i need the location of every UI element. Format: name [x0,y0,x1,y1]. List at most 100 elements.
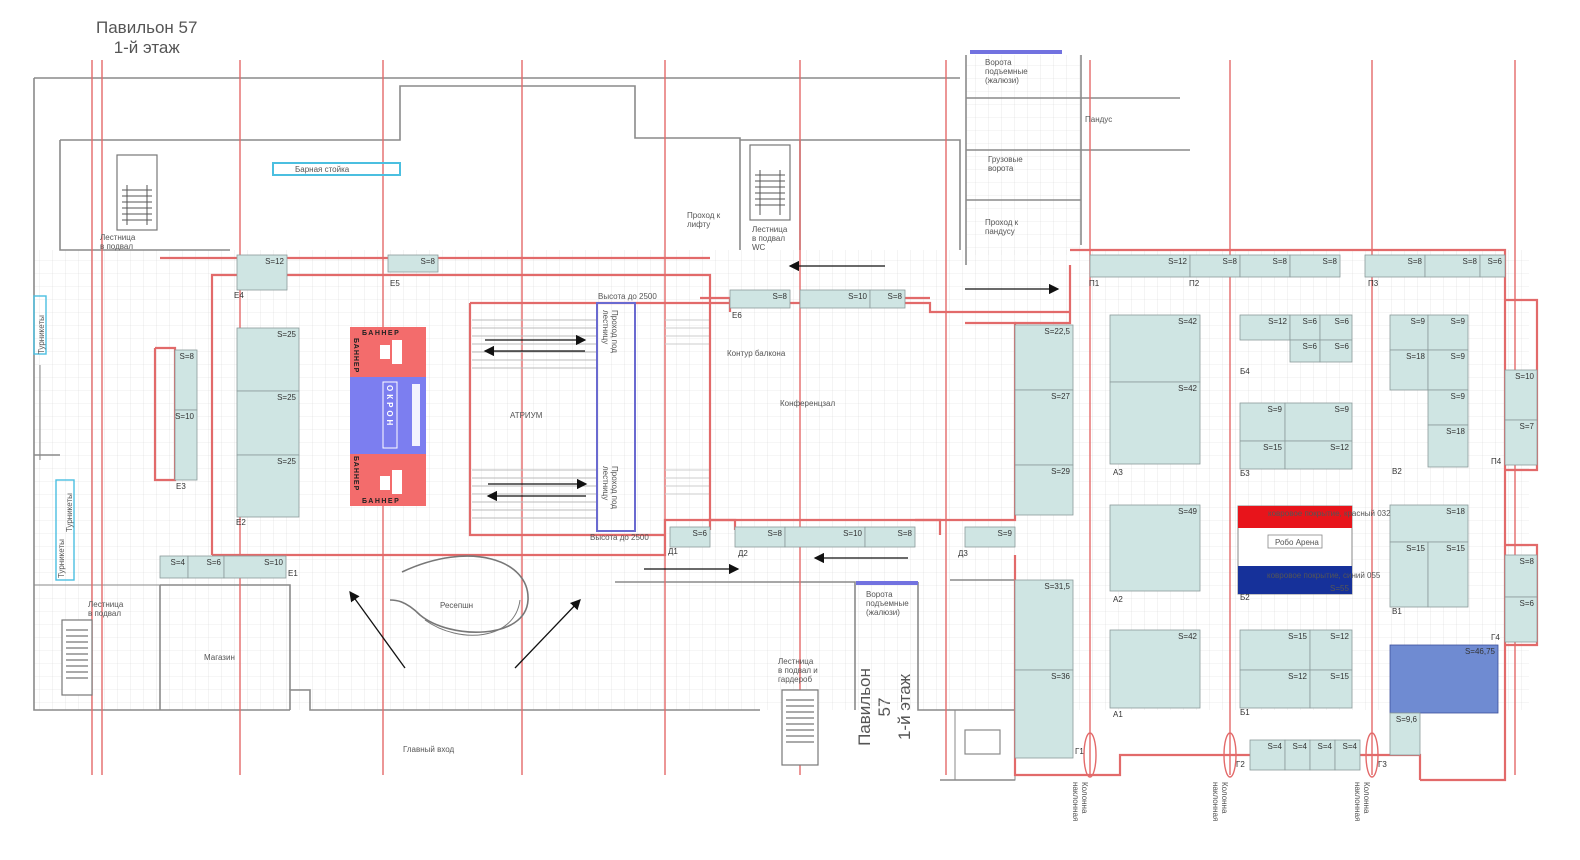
booth-b66: S=6 [1504,596,1538,643]
booth-area-label: S=10 [264,558,283,567]
booth-b46: S=12 [1239,669,1311,709]
booth-b62: S=4 [1334,739,1361,771]
booth-area-label: S=10 [848,292,867,301]
booth-rect [236,454,300,518]
booth-b26: S=8 [1239,254,1291,278]
booth-b16: S=10 [784,526,866,548]
label-robo-area: S=55 [1330,584,1349,593]
booth-rect [1427,541,1469,608]
booth-b58: S=9,6 [1389,712,1421,756]
zone-label-Г3: Г3 [1378,760,1387,769]
booth-b31: S=42 [1109,314,1201,383]
zone-label-A1: A1 [1113,710,1123,719]
label-carpet-red: ковровое покрытие, красный 032 [1268,509,1391,518]
booth-area-label: S=7 [1520,422,1535,431]
booth-b45: S=12 [1309,629,1353,671]
robo-arena [1237,505,1353,595]
booth-area-label: S=42 [1178,384,1197,393]
booth-b13: S=10 [223,555,287,579]
booth-b48: S=9 [1389,314,1429,351]
gate-top-marker [970,50,1062,54]
booth-rect [1014,389,1074,466]
booth-b10: S=10 [174,409,198,481]
booth-b61: S=4 [1309,739,1336,771]
booth-area-label: S=6 [1520,599,1535,608]
plan-title-line2: 1-й этаж [113,38,180,57]
booth-rect [1289,254,1341,278]
booth-area-label: S=9 [998,529,1013,538]
booth-b37: S=6 [1319,314,1353,341]
booth-rect [1289,314,1321,341]
turnstiles-bottom [55,479,75,581]
booth-area-label: S=15 [1406,544,1425,553]
zone-label-Б3: Б3 [1240,469,1250,478]
booth-rect [1109,504,1201,592]
booth-b29: S=8 [1424,254,1481,278]
booth-area-label: S=10 [843,529,862,538]
booth-area-label: S=4 [1318,742,1333,751]
booth-area-label: S=4 [1293,742,1308,751]
booth-rect [1014,579,1074,671]
label-banner-bottom: БАННЕР [362,498,400,505]
gate-bottom-marker [856,581,918,585]
booth-b24: S=12 [1089,254,1191,278]
booth-area-label: S=18 [1406,352,1425,361]
booth-b33: S=49 [1109,504,1201,592]
label-bar: Барная стойка [295,165,350,174]
booth-rect [729,289,791,309]
zone-label-Б2: Б2 [1240,593,1250,602]
booth-b44: S=15 [1239,629,1311,671]
booth-area-label: S=6 [693,529,708,538]
booth-b55: S=15 [1389,541,1429,608]
booth-rect [1014,324,1074,391]
zone-label-E3: E3 [176,482,186,491]
booth-area-label: S=8 [421,257,436,266]
booth-area-label: S=9 [1335,405,1350,414]
booth-area-label: S=12 [1330,443,1349,452]
zone-label-A3: A3 [1113,468,1123,477]
booth-area-label: S=6 [1335,342,1350,351]
booth-area-label: S=8 [773,292,788,301]
booth-area-label: S=8 [1323,257,1338,266]
label-turnstiles-bottom-2: Турникеты [65,493,74,532]
booth-area-label: S=15 [1446,544,1465,553]
booth-area-label: S=36 [1051,672,1070,681]
booth-b49: S=9 [1427,314,1469,351]
booth-rect [1427,314,1469,351]
plan-title: Павильон 57 1-й этаж [96,18,197,58]
booth-b63: S=10 [1504,369,1538,421]
flow-arrows [349,260,1060,669]
booth-area-label: S=42 [1178,632,1197,641]
label-robo-arena: Робо Арена [1275,538,1319,547]
booth-rect [387,254,439,273]
booth-area-label: S=9 [1451,317,1466,326]
booth-b28: S=8 [1364,254,1426,278]
label-reception: Ресепшн [440,601,473,610]
label-turnstiles-top: Турникеты [37,315,46,354]
booth-rect [1389,314,1429,351]
label-height-bottom: Высота до 2500 [590,533,649,542]
zone-label-E2: E2 [236,518,246,527]
booth-b59: S=4 [1249,739,1286,771]
zone-label-П3: П3 [1368,279,1379,288]
zone-label-Д3: Д3 [958,549,968,558]
booth-rect [1389,541,1429,608]
booth-b27: S=8 [1289,254,1341,278]
booth-area-label: S=12 [1168,257,1187,266]
booth-b18: S=9 [964,526,1016,548]
booth-b14: S=6 [669,526,711,548]
zone-label-E1: E1 [288,569,298,578]
booth-rect [1479,254,1506,278]
zone-label-В1: В1 [1392,607,1402,616]
booth-rect [1427,424,1469,468]
booth-area-label: S=8 [898,529,913,538]
booth-rect [236,390,300,456]
booth-area-label: S=6 [1303,317,1318,326]
booth-rect [669,526,711,548]
booth-area-label: S=8 [888,292,903,301]
booth-b43: S=12 [1284,440,1353,470]
